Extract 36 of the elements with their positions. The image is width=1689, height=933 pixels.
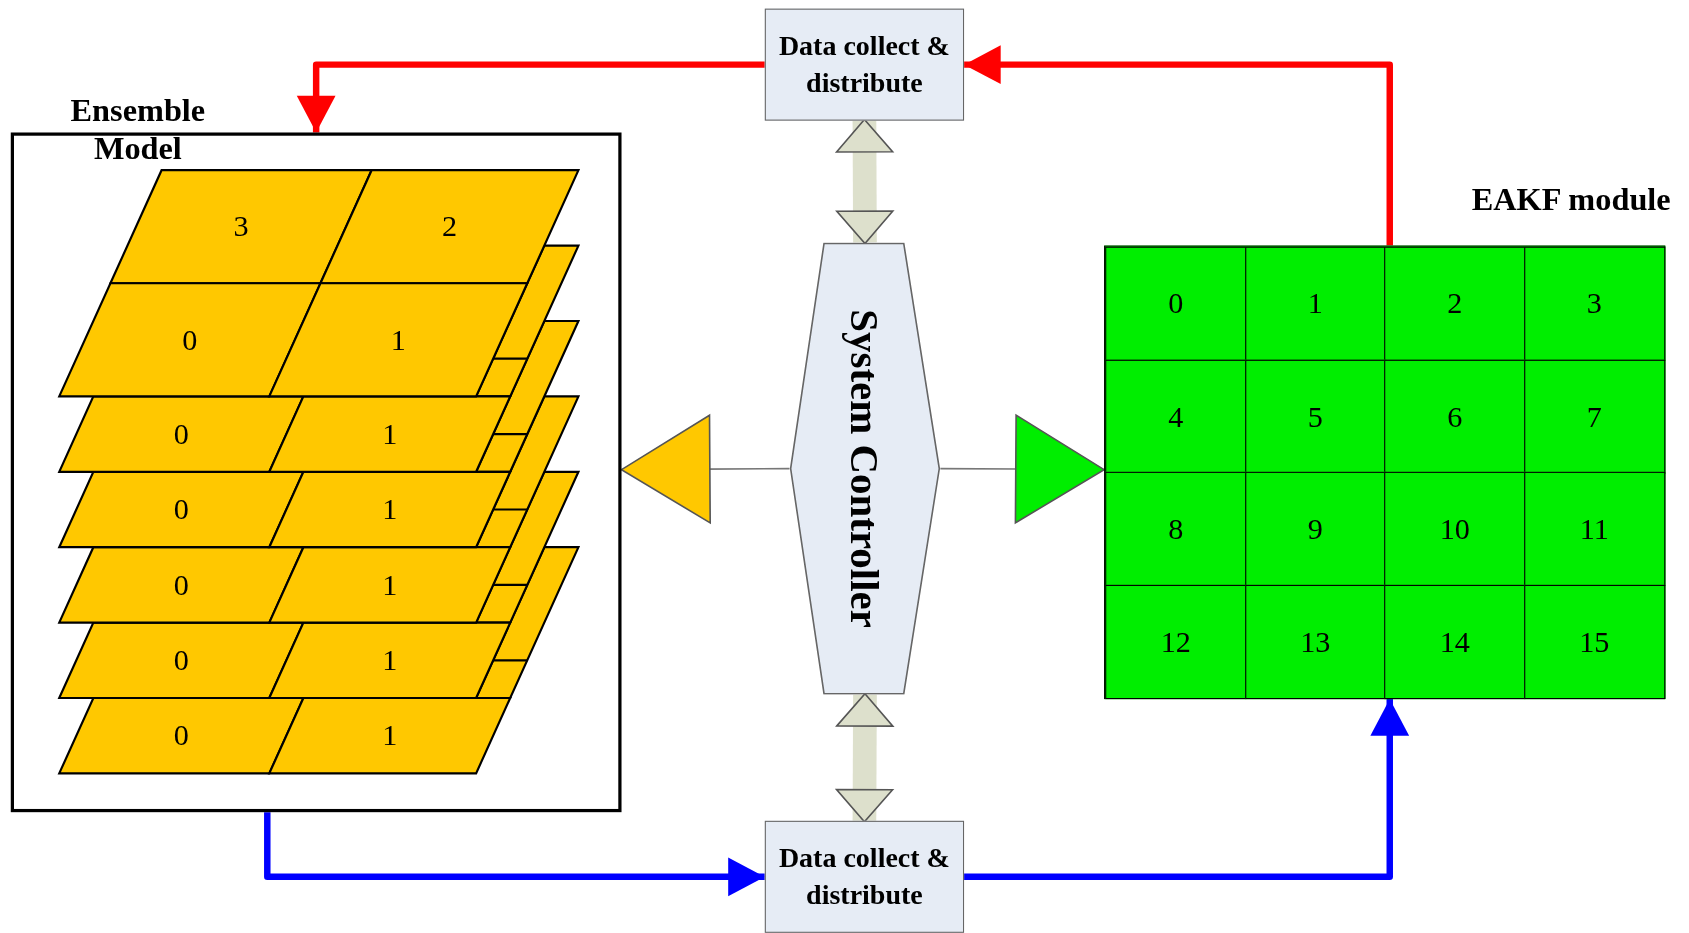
grid-cell: 4 [1105, 359, 1247, 474]
arrow [939, 414, 1105, 524]
grid-cell: 5 [1244, 359, 1386, 474]
process-box: Data collect & distribute [764, 8, 965, 121]
arrow [964, 45, 1393, 246]
controller-hexagon: System Controller [789, 242, 941, 695]
grid-cell: 7 [1523, 359, 1665, 474]
grid-cell: 11 [1523, 471, 1665, 586]
grid-cell: 6 [1384, 359, 1526, 474]
arrow [620, 414, 791, 524]
grid-cell: 13 [1244, 584, 1386, 699]
panel-title: Ensemble Model [69, 90, 207, 168]
grid-cell: 1 [1244, 246, 1386, 361]
layer-cell: 1 [267, 621, 512, 700]
grid-cell: 12 [1105, 584, 1247, 699]
grid-cell: 9 [1244, 471, 1386, 586]
grid-cell: 10 [1384, 471, 1526, 586]
arrow [964, 699, 1410, 881]
layer-cell: 1 [267, 470, 512, 549]
layer-cell: 3 [108, 169, 374, 285]
layer-cell: 1 [267, 546, 512, 624]
grid-cell: 0 [1105, 246, 1247, 361]
panel-title: EAKF module [1471, 179, 1671, 219]
layer-cell: 1 [267, 696, 512, 775]
double-arrow [835, 692, 894, 823]
grid-cell: 14 [1384, 584, 1526, 699]
arrow [296, 61, 765, 133]
grid-cell: 2 [1384, 246, 1526, 361]
layer-cell: 0 [57, 282, 323, 398]
grid-cell: 8 [1105, 471, 1247, 586]
grid-cell: 3 [1523, 246, 1665, 361]
layer-cell: 1 [267, 395, 512, 473]
layer-cell: 2 [318, 169, 581, 285]
layer-cell: 1 [267, 282, 529, 398]
grid-cell: 15 [1523, 584, 1665, 699]
process-box: Data collect & distribute [764, 820, 965, 933]
